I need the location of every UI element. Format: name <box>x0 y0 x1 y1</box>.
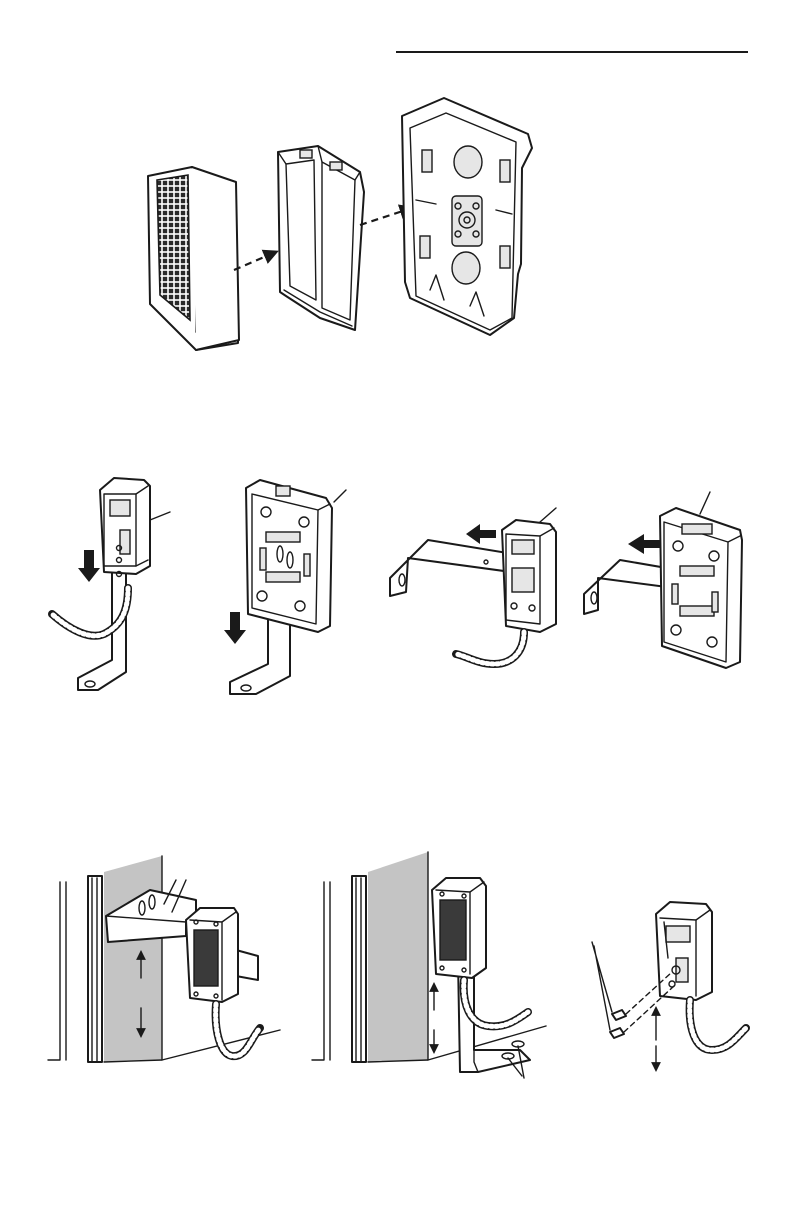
bracket-horizontal-small <box>390 508 556 664</box>
bracket-horizontal-reflector <box>584 492 742 668</box>
mounting-base <box>402 98 532 335</box>
bracket-vertical-small <box>52 478 170 690</box>
assembly-arrow-1 <box>234 252 276 270</box>
floor-mount-vertical <box>312 852 546 1078</box>
grille-insert <box>148 167 239 350</box>
wall-mount-horizontal <box>48 856 280 1062</box>
hood-frame <box>278 146 364 330</box>
bracket-vertical-reflector <box>224 480 346 694</box>
direct-mount-screws <box>592 902 746 1070</box>
